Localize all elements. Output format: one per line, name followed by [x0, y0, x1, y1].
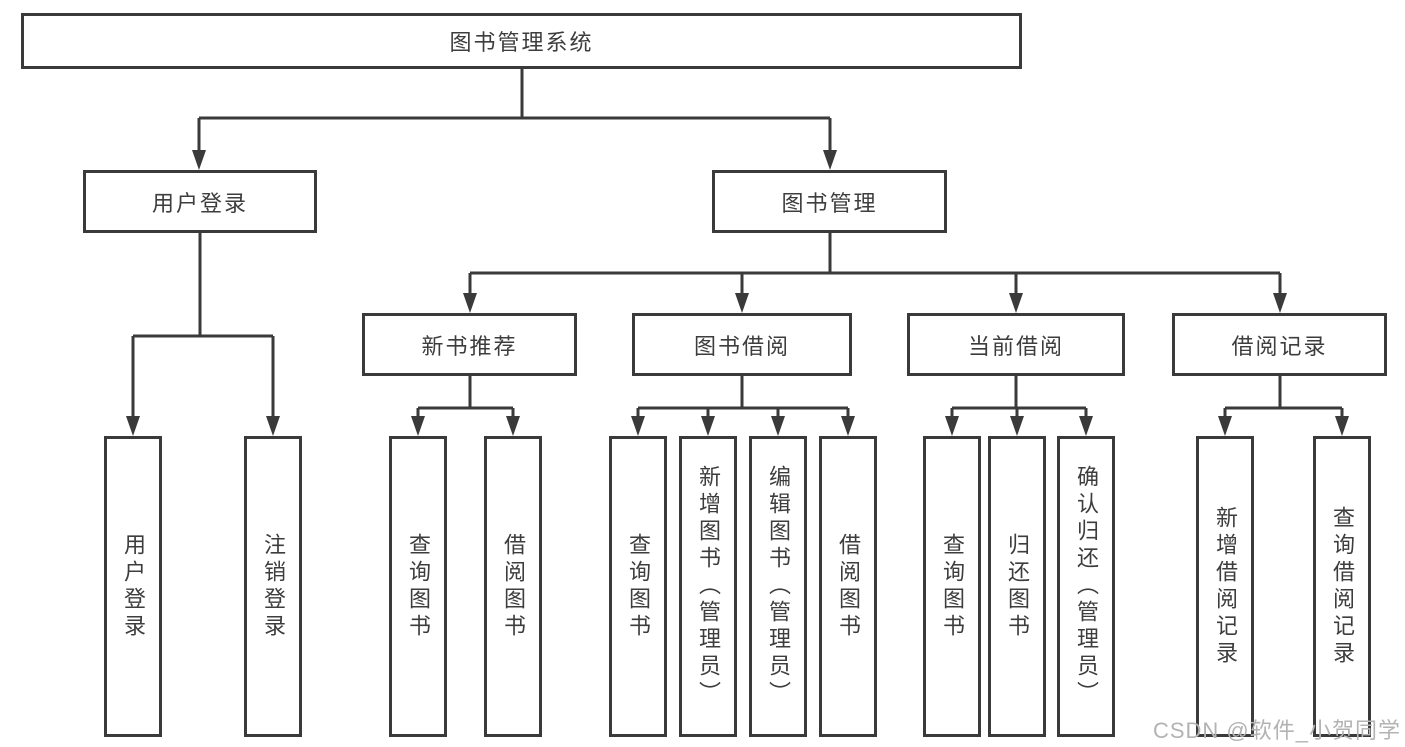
node-label: 图书管理系统 — [449, 30, 594, 55]
leaf-label: 编辑图书（管理员） — [766, 465, 791, 708]
node-new-book-recommendation: 新书推荐 — [362, 313, 577, 376]
watermark: CSDN @软件_小贺同学 — [1152, 718, 1401, 743]
node-label: 借阅记录 — [1231, 333, 1328, 359]
leaf-label: 归还图书 — [1005, 532, 1030, 641]
leaf-label: 注销登录 — [261, 532, 286, 641]
leaf-add-borrow-record: 新增借阅记录 — [1196, 436, 1254, 737]
leaf-query-book: 查询图书 — [923, 436, 981, 737]
leaf-borrow-book: 借阅图书 — [484, 436, 542, 737]
leaf-confirm-return-admin: 确认归还（管理员） — [1057, 436, 1115, 737]
leaf-query-borrow-record: 查询借阅记录 — [1313, 436, 1371, 737]
node-user-login: 用户登录 — [83, 170, 317, 233]
leaf-user-login: 用户登录 — [104, 436, 162, 737]
leaf-label: 查询图书 — [940, 532, 965, 641]
leaf-label: 新增图书（管理员） — [696, 465, 721, 708]
leaf-label: 查询图书 — [406, 532, 431, 641]
leaf-label: 确认归还（管理员） — [1074, 465, 1099, 708]
leaf-add-book-admin: 新增图书（管理员） — [679, 436, 737, 737]
leaf-label: 借阅图书 — [501, 532, 526, 641]
node-library-system: 图书管理系统 — [21, 13, 1022, 69]
leaf-label: 查询图书 — [626, 532, 651, 641]
leaf-label: 查询借阅记录 — [1330, 505, 1355, 668]
node-label: 当前借阅 — [967, 333, 1064, 359]
node-current-borrowing: 当前借阅 — [907, 313, 1125, 376]
leaf-edit-book-admin: 编辑图书（管理员） — [749, 436, 807, 737]
leaf-borrow-book: 借阅图书 — [819, 436, 877, 737]
node-label: 新书推荐 — [421, 333, 518, 359]
arrowheads — [126, 150, 1349, 436]
node-borrowing-records: 借阅记录 — [1172, 313, 1387, 376]
leaf-query-book: 查询图书 — [389, 436, 447, 737]
node-book-management: 图书管理 — [712, 170, 947, 233]
node-label: 图书借阅 — [693, 333, 790, 359]
leaf-label: 用户登录 — [121, 532, 146, 641]
leaf-return-book: 归还图书 — [988, 436, 1046, 737]
leaf-label: 新增借阅记录 — [1213, 505, 1238, 668]
leaf-query-book: 查询图书 — [609, 436, 667, 737]
node-book-borrowing: 图书借阅 — [632, 313, 852, 376]
leaf-logout: 注销登录 — [244, 436, 302, 737]
node-label: 用户登录 — [151, 190, 248, 216]
leaf-label: 借阅图书 — [836, 532, 861, 641]
node-label: 图书管理 — [781, 190, 878, 216]
